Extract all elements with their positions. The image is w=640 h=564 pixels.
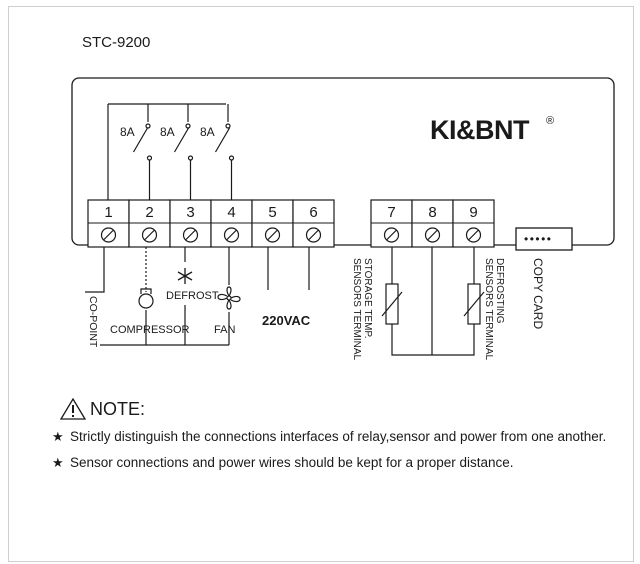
snowflake-icon: [177, 268, 193, 284]
defrost-label: DEFROST: [166, 290, 219, 302]
note-text: Strictly distinguish the connections int…: [70, 429, 607, 444]
screw-icon: [141, 227, 158, 243]
wiring-diagram: STC-9200 KI&BNT ® 8A 8A 8A 1 2 3 4 5 6 7 8 9 •••••: [71, 34, 615, 360]
screw-icon: [383, 227, 400, 243]
storage-sensor-label-1: STORAGE TEMP.: [362, 258, 373, 339]
note-text: Sensor connections and power wires shoul…: [70, 455, 514, 470]
note-title: NOTE:: [90, 398, 146, 419]
relay-contact: [225, 123, 231, 129]
brand-logo: KI&BNT ®: [428, 112, 560, 145]
screw-icon: [424, 227, 441, 243]
controller-body: [71, 77, 615, 246]
relay-section: 8A 8A 8A: [107, 103, 235, 203]
sensor-return-bus: [391, 247, 475, 356]
screw-icon: [100, 227, 117, 243]
relay-rating: 8A: [120, 125, 135, 139]
terminal-number: 6: [309, 204, 317, 221]
compressor-label: COMPRESSOR: [110, 324, 190, 336]
co-point-label: CO-POINT: [87, 296, 99, 348]
storage-sensor-label-2: SENSORS TERMINAL: [351, 258, 362, 360]
screw-icon: [264, 227, 281, 243]
star-icon: ★: [52, 429, 64, 444]
registered-mark: ®: [546, 115, 554, 127]
relay-contact: [146, 155, 153, 161]
defrost-sensor-slash: [463, 291, 485, 317]
terminal-number: 9: [469, 204, 477, 221]
note-section: NOTE: ★ Strictly distinguish the connect…: [52, 398, 612, 472]
external-wiring: [85, 247, 485, 356]
relay-contact: [185, 123, 191, 129]
fan-icon: [217, 286, 241, 310]
star-icon: ★: [52, 455, 64, 470]
brand-logo-text: KI&BNT: [430, 115, 530, 145]
terminal-number: 8: [428, 204, 436, 221]
diagram-frame: [8, 6, 634, 562]
relay-rating: 8A: [160, 125, 175, 139]
copy-card-label: COPY CARD: [531, 258, 545, 329]
note-heading: NOTE:: [60, 398, 612, 420]
screw-icon: [223, 227, 240, 243]
screw-icon: [305, 227, 322, 243]
model-title: STC-9200: [82, 34, 150, 51]
note-item: ★ Sensor connections and power wires sho…: [52, 453, 612, 472]
relay-contact: [145, 123, 151, 129]
fan-label: FAN: [214, 324, 235, 336]
terminal-number: 2: [145, 204, 153, 221]
screw-icon: [182, 227, 199, 243]
warning-icon: [60, 398, 86, 420]
power-label: 220VAC: [262, 313, 311, 328]
storage-sensor-slash: [381, 291, 403, 317]
terminal-number: 3: [186, 204, 194, 221]
note-item: ★ Strictly distinguish the connections i…: [52, 427, 612, 446]
terminal-number: 1: [104, 204, 112, 221]
relay-rating: 8A: [200, 125, 215, 139]
copy-card-pins: •••••: [524, 232, 553, 246]
screw-icon: [465, 227, 482, 243]
relay-contact: [187, 155, 194, 161]
co-point-wire: [85, 247, 105, 293]
terminal-blocks: 1 2 3 4 5 6 7 8 9: [87, 199, 495, 248]
compressor-icon: [138, 288, 154, 309]
terminal-number: 4: [227, 204, 235, 221]
defrost-sensor-label-2: SENSORS TERMINAL: [483, 258, 494, 360]
terminal-number: 7: [387, 204, 395, 221]
copy-card-port: •••••: [515, 227, 573, 251]
relay-contact: [228, 155, 235, 161]
defrost-sensor-label-1: DEFROSTING: [494, 258, 505, 324]
terminal-number: 5: [268, 204, 276, 221]
